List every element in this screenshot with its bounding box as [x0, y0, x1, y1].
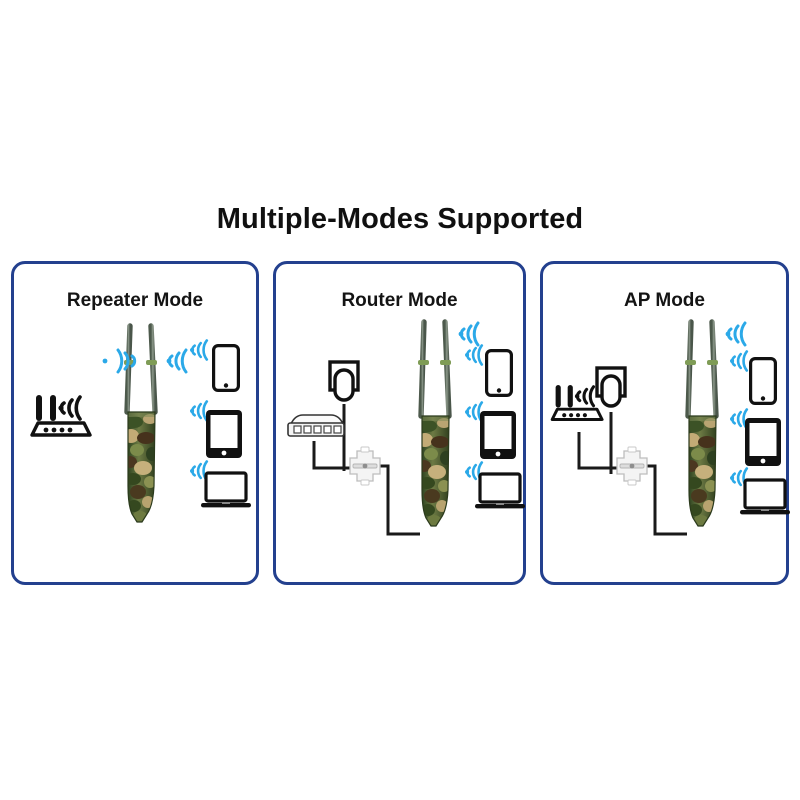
page-title: Multiple-Modes Supported	[216, 203, 584, 235]
outdoor-access-point-icon	[671, 316, 733, 536]
tablet-icon	[204, 408, 244, 460]
outdoor-access-point-icon	[110, 316, 172, 531]
panel-title-ap: AP Mode	[624, 290, 705, 311]
ethernet-cable	[276, 316, 526, 584]
mode-panel-ap: AP Mode	[540, 261, 790, 585]
scene-ap	[543, 316, 790, 584]
laptop-icon	[739, 478, 791, 518]
scene-repeater	[14, 316, 256, 584]
wifi-signal-icon	[721, 321, 751, 347]
wifi-signal-icon	[162, 348, 192, 374]
smartphone-icon	[485, 349, 513, 397]
laptop-icon	[200, 471, 252, 511]
poe-injector-icon	[349, 445, 381, 487]
mode-panel-router: Router Mode	[273, 261, 526, 585]
smartphone-icon	[212, 344, 240, 392]
wifi-signal-icon	[454, 321, 484, 347]
ethernet-cable	[543, 316, 793, 584]
laptop-icon	[474, 472, 526, 512]
mode-panel-repeater: Repeater Mode	[11, 261, 259, 585]
wifi-signal-icon	[461, 343, 487, 367]
power-adapter-icon	[326, 360, 362, 406]
smartphone-icon	[749, 357, 777, 405]
wifi-signal-icon	[84, 348, 137, 374]
tablet-icon	[743, 416, 783, 468]
wifi-signal-icon	[186, 338, 212, 362]
wifi-signal-icon	[726, 349, 752, 373]
panel-title-repeater: Repeater Mode	[66, 290, 204, 311]
wifi-router-icon	[547, 378, 609, 430]
scene-router	[276, 316, 526, 584]
panel-title-router: Router Mode	[341, 290, 458, 311]
outdoor-access-point-icon	[404, 316, 466, 536]
power-adapter-icon	[593, 366, 629, 412]
network-switch-icon	[285, 410, 347, 444]
poe-injector-icon	[616, 445, 648, 487]
wifi-router-icon	[26, 391, 98, 447]
tablet-icon	[478, 409, 518, 461]
